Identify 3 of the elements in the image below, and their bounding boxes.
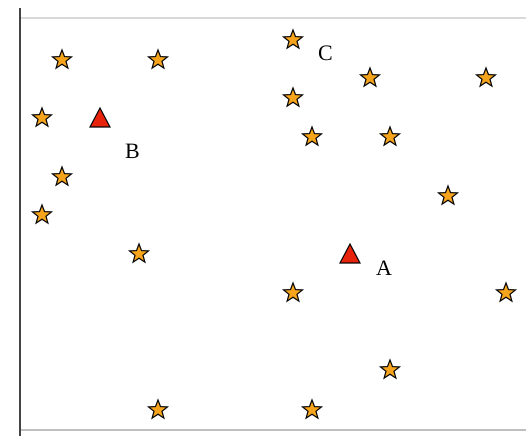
point-label: C xyxy=(318,42,333,64)
point-label: A xyxy=(376,257,392,279)
point-label: B xyxy=(125,140,140,162)
